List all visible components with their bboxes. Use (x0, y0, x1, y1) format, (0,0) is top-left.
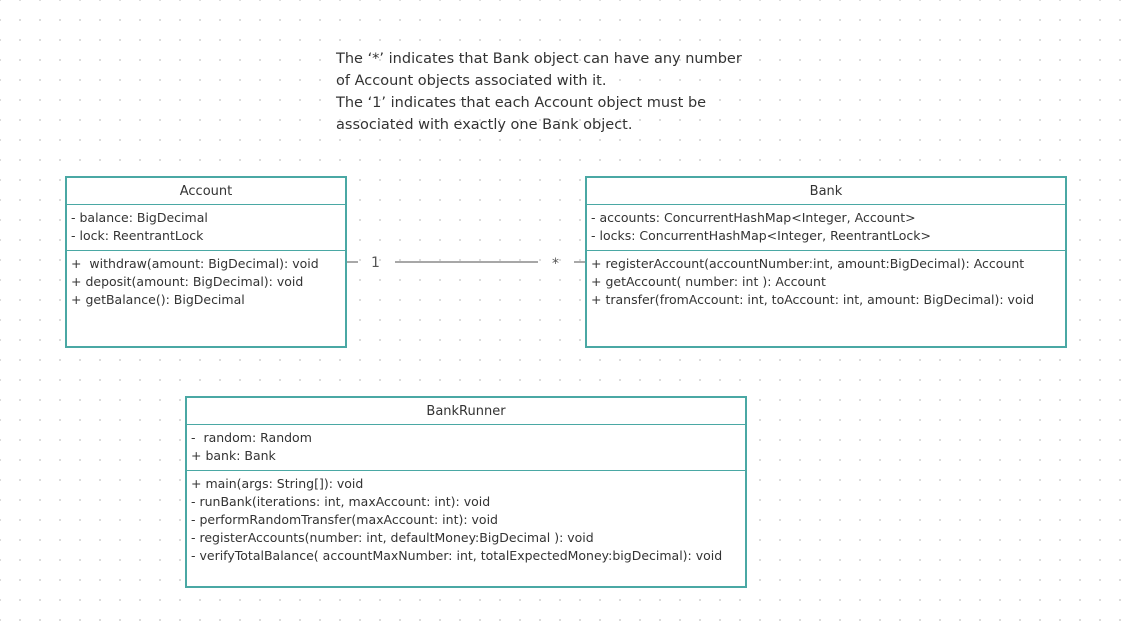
note-line: The ‘1’ indicates that each Account obje… (336, 95, 707, 111)
attribute: - accounts: ConcurrentHashMap<Integer, A… (591, 210, 916, 225)
method: - verifyTotalBalance( accountMaxNumber: … (191, 548, 723, 563)
class-bankrunner[interactable]: BankRunner - random: Random + bank: Bank… (185, 396, 747, 588)
method: - performRandomTransfer(maxAccount: int)… (191, 512, 498, 527)
class-methods: + main(args: String[]): void - runBank(i… (187, 471, 745, 568)
note-line: of Account objects associated with it. (336, 73, 607, 89)
class-name: BankRunner (187, 398, 745, 425)
attribute: - lock: ReentrantLock (71, 228, 204, 243)
class-methods: + registerAccount(accountNumber:int, amo… (587, 251, 1065, 312)
method: + deposit(amount: BigDecimal): void (71, 274, 304, 289)
bank-multiplicity-label: * (552, 256, 559, 272)
method: + getBalance(): BigDecimal (71, 292, 245, 307)
class-methods: + withdraw(amount: BigDecimal): void + d… (67, 251, 345, 312)
class-attributes: - balance: BigDecimal - lock: ReentrantL… (67, 205, 345, 251)
note-line: associated with exactly one Bank object. (336, 117, 633, 133)
class-bank[interactable]: Bank - accounts: ConcurrentHashMap<Integ… (585, 176, 1067, 348)
attribute: - locks: ConcurrentHashMap<Integer, Reen… (591, 228, 931, 243)
account-multiplicity-label: 1 (371, 255, 380, 271)
method: + main(args: String[]): void (191, 476, 364, 491)
attribute: + bank: Bank (191, 448, 276, 463)
method: + withdraw(amount: BigDecimal): void (71, 256, 319, 271)
method: + getAccount( number: int ): Account (591, 274, 826, 289)
method: + registerAccount(accountNumber:int, amo… (591, 256, 1025, 271)
class-attributes: - accounts: ConcurrentHashMap<Integer, A… (587, 205, 1065, 251)
method: - runBank(iterations: int, maxAccount: i… (191, 494, 491, 509)
multiplicity-note: The ‘*’ indicates that Bank object can h… (336, 48, 776, 136)
class-account[interactable]: Account - balance: BigDecimal - lock: Re… (65, 176, 347, 348)
class-attributes: - random: Random + bank: Bank (187, 425, 745, 471)
method: + transfer(fromAccount: int, toAccount: … (591, 292, 1035, 307)
note-line: The ‘*’ indicates that Bank object can h… (336, 51, 742, 67)
class-name: Bank (587, 178, 1065, 205)
attribute: - balance: BigDecimal (71, 210, 208, 225)
attribute: - random: Random (191, 430, 312, 445)
method: - registerAccounts(number: int, defaultM… (191, 530, 594, 545)
class-name: Account (67, 178, 345, 205)
